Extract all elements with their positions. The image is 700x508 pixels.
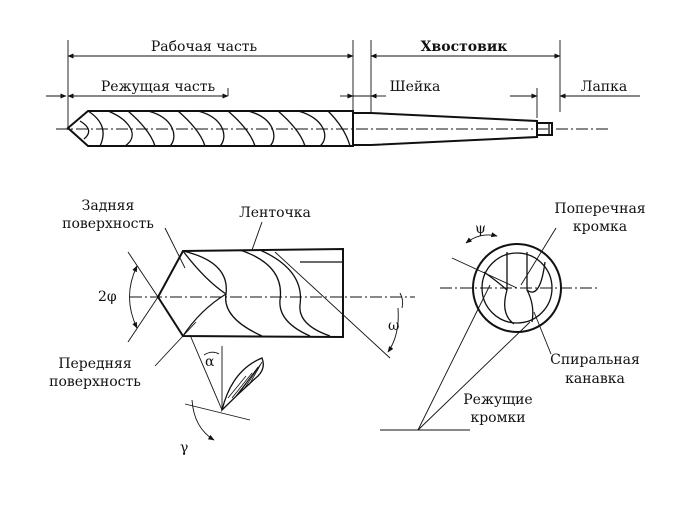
front-surface-leader	[154, 321, 197, 367]
label-shank: Хвостовик	[421, 39, 508, 55]
label-spiral-groove-line1: Спиральная	[550, 352, 640, 368]
label-spiral-groove-line2: канавка	[565, 371, 625, 387]
label-working-part: Рабочая часть	[151, 39, 258, 55]
drill-tip-detail: ω Ленточка Задняя поверхность 2φ Передня…	[49, 198, 415, 456]
drill-flutes	[79, 110, 351, 147]
label-cutting-part: Режущая часть	[101, 79, 216, 95]
two-phi-arc	[129, 265, 138, 329]
wedge-hatching	[227, 361, 263, 399]
label-omega: ω	[388, 318, 399, 334]
label-neck: Шейка	[390, 79, 441, 95]
label-cutting-edges-line2: кромки	[470, 410, 525, 426]
margin-leader	[251, 221, 263, 251]
phi-line-lower	[127, 296, 159, 343]
cutting-edges-leader-2	[417, 321, 531, 431]
drill-side-view: Рабочая часть Хвостовик Режущая часть Ше…	[46, 39, 640, 147]
end-view-flute-left	[504, 289, 515, 325]
label-margin: Ленточка	[239, 205, 311, 221]
spiral-groove-leader	[533, 311, 552, 355]
tip-body-outline	[156, 247, 344, 339]
label-front-surface-line2: поверхность	[49, 374, 141, 390]
cutting-edges-leader-1	[417, 284, 491, 431]
label-alpha: α	[205, 354, 215, 370]
label-cutting-edges-line1: Режущие	[463, 392, 532, 408]
rear-surface-leader	[164, 227, 186, 269]
psi-line	[451, 257, 518, 289]
psi-arc	[465, 232, 498, 244]
omega-helix-line	[274, 251, 391, 359]
drill-working-body	[66, 110, 354, 147]
label-tang: Лапка	[581, 79, 627, 95]
end-view-flute-right	[526, 261, 546, 293]
drill-end-view: ψ Поперечная кромка Спиральная канавка Р…	[380, 201, 646, 431]
label-transverse-edge-line2: кромка	[573, 219, 627, 235]
label-rear-surface-line1: Задняя	[82, 198, 135, 214]
label-two-phi: 2φ	[98, 289, 117, 305]
omega-arc	[387, 307, 399, 353]
gamma-ref-line	[184, 403, 251, 421]
alpha-ref-line	[189, 334, 223, 411]
label-front-surface-line1: Передняя	[58, 356, 132, 372]
label-rear-surface-line2: поверхность	[62, 216, 154, 232]
phi-line-upper	[127, 251, 159, 298]
omega-arc-top	[399, 292, 404, 309]
label-transverse-edge-line1: Поперечная	[554, 201, 645, 217]
alpha-arc	[203, 351, 220, 356]
label-psi: ψ	[475, 221, 486, 237]
cutting-wedge	[220, 357, 264, 413]
transverse-edge-leader	[520, 227, 557, 286]
gamma-arc	[191, 399, 215, 441]
label-gamma: γ	[180, 440, 188, 456]
end-view-edge-right	[526, 289, 534, 323]
